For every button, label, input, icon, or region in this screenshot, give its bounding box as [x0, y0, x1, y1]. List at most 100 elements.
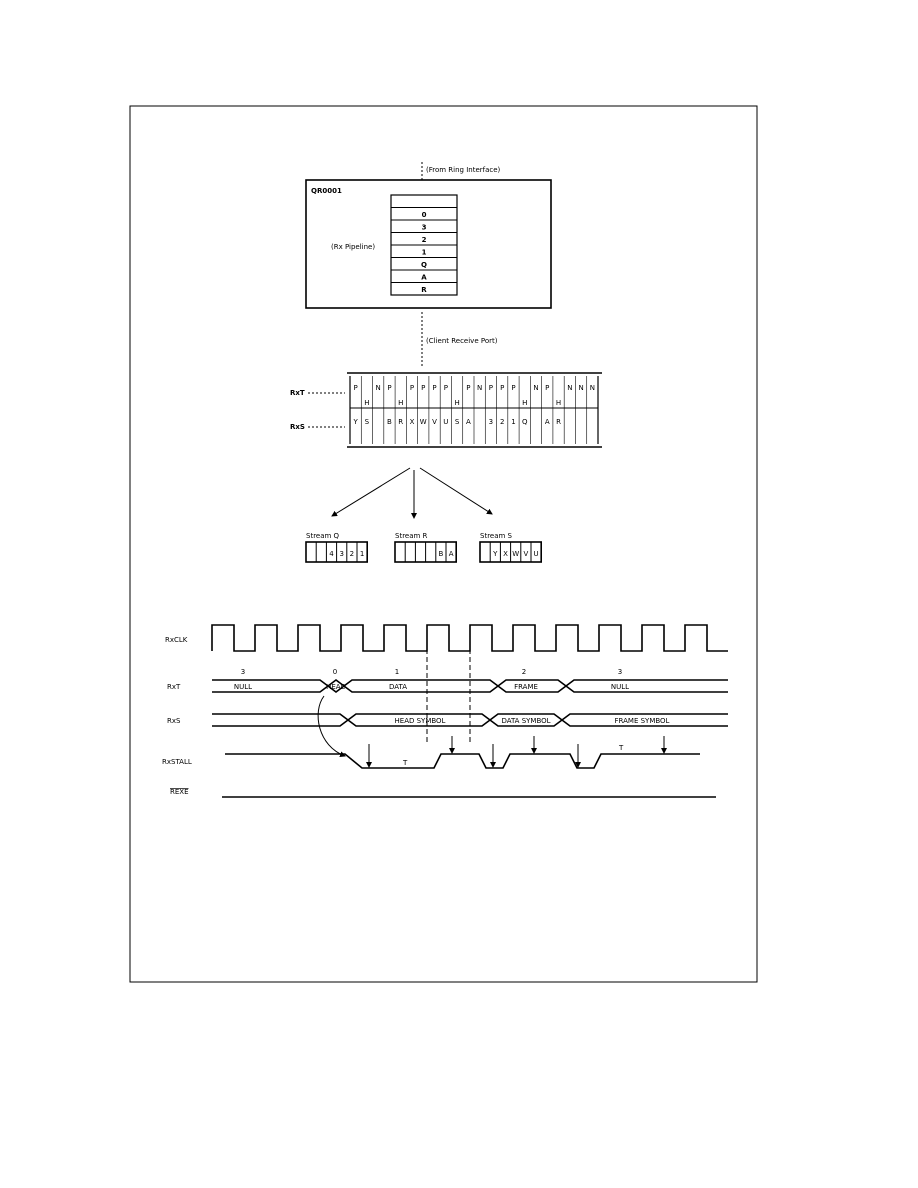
rxt-segment-labels: NULL HEAD DATA FRAME NULL — [234, 683, 629, 691]
stream-cell: B — [438, 550, 443, 558]
bus-number: 3 — [618, 668, 622, 676]
rxt-cell-h: H — [556, 399, 561, 407]
rxs-segment-labels: HEAD SYMBOL DATA SYMBOL FRAME SYMBOL — [395, 717, 670, 725]
stream-cell: X — [503, 550, 508, 558]
head-to-stall-arrow — [317, 695, 346, 758]
rxclk-label: RxCLK — [165, 636, 188, 644]
stream-cell: 2 — [350, 550, 354, 558]
rxt-cell: N — [533, 384, 538, 392]
rxs-segment: FRAME SYMBOL — [615, 717, 670, 725]
chip-box — [305, 179, 552, 309]
rxs-cell: A — [545, 418, 550, 426]
rxt-cell-h: H — [454, 399, 459, 407]
arrow-stream-q — [331, 467, 411, 517]
rxs-cell: W — [420, 418, 427, 426]
page-frame — [129, 105, 758, 983]
rxs-cell: V — [432, 418, 437, 426]
client-port-label: (Client Receive Port) — [426, 337, 498, 345]
rxt-segment: NULL — [234, 683, 252, 691]
rxs-cell: 2 — [500, 418, 504, 426]
bus-number: 0 — [333, 668, 337, 676]
from-ring-label: (From Ring Interface) — [426, 166, 501, 174]
rxt-cell: P — [421, 384, 425, 392]
rxt-bus — [212, 679, 728, 693]
rxt-cell: P — [466, 384, 470, 392]
rxt-cell: N — [477, 384, 482, 392]
pipeline-cell: 0 — [422, 211, 427, 219]
rxt-cell: P — [387, 384, 391, 392]
rxt-cell: P — [545, 384, 549, 392]
rxs-cell: 1 — [511, 418, 515, 426]
pipeline-cell: Q — [421, 261, 427, 269]
rxs-cell: B — [387, 418, 392, 426]
rxs-segment: HEAD SYMBOL — [395, 717, 446, 725]
rxt-cell-h: H — [522, 399, 527, 407]
t-mark-1: T — [402, 759, 408, 767]
stream-cell: W — [512, 550, 519, 558]
rxt-segment: FRAME — [514, 683, 538, 691]
stream-label: Stream Q — [306, 532, 340, 540]
rxt-segment: HEAD — [326, 683, 346, 691]
rxs-cell: R — [556, 418, 561, 426]
bus-numbers: 3 0 1 2 3 — [241, 668, 622, 676]
stream-cell: 3 — [339, 550, 343, 558]
rxt-cell: N — [567, 384, 572, 392]
rxs-cell: X — [410, 418, 415, 426]
rxstall-waveform — [225, 753, 700, 769]
arrow-stream-s — [419, 467, 493, 515]
rxt-cell: P — [489, 384, 493, 392]
chip-label: QR0001 — [311, 187, 342, 195]
rxt-cell: P — [444, 384, 448, 392]
timing-diagram: RxCLK RxT RxS RxSTALL REXE 3 0 1 2 3 NULL HEA… — [162, 624, 728, 798]
rxt-cell: P — [410, 384, 414, 392]
rxs-segment: DATA SYMBOL — [501, 717, 550, 725]
timing-rxs-label: RxS — [167, 717, 181, 725]
rxstall-label: RxSTALL — [162, 758, 192, 766]
stream-label: Stream R — [395, 532, 428, 540]
rxt-segment: NULL — [611, 683, 629, 691]
t-mark-2: T — [618, 744, 624, 752]
rxt-segment: DATA — [389, 683, 407, 691]
rxt-cell: P — [354, 384, 358, 392]
rxs-cell: U — [443, 418, 448, 426]
rxs-cell: 3 — [489, 418, 493, 426]
pipeline-cell: 3 — [422, 224, 427, 232]
bus-number: 1 — [395, 668, 399, 676]
rxt-cell: P — [511, 384, 515, 392]
rxt-cell: N — [590, 384, 595, 392]
bus-number: 3 — [241, 668, 245, 676]
stream-cell: Y — [492, 550, 498, 558]
rxt-cell-h: H — [364, 399, 369, 407]
timing-rxt-label: RxT — [167, 683, 181, 691]
stream-cell: 4 — [329, 550, 334, 558]
rxs-label: RxS — [290, 423, 305, 431]
rxs-cell: A — [466, 418, 471, 426]
pipeline-cell: R — [421, 286, 427, 294]
rxt-cell: P — [500, 384, 504, 392]
stream-cell: V — [524, 550, 529, 558]
rxt-cell: N — [376, 384, 381, 392]
rxs-cell: S — [365, 418, 370, 426]
rxt-cell: P — [432, 384, 436, 392]
pipeline-cell: A — [421, 274, 427, 282]
pipeline-cell: 2 — [422, 236, 427, 244]
pipeline-label: (Rx Pipeline) — [331, 243, 375, 251]
rxs-cell: S — [455, 418, 460, 426]
rxs-bus — [212, 713, 728, 727]
stream-cell: A — [449, 550, 454, 558]
bus-number: 2 — [522, 668, 526, 676]
stream-cell: U — [534, 550, 539, 558]
rxt-cell: N — [578, 384, 583, 392]
rxt-cell-h: H — [398, 399, 403, 407]
rxs-cell: Q — [522, 418, 528, 426]
rxt-label: RxT — [290, 389, 305, 397]
stream-label: Stream S — [480, 532, 513, 540]
rxs-cell: R — [398, 418, 403, 426]
pipeline-cell: 1 — [422, 249, 427, 257]
pipeline-section: (From Ring Interface) QR0001 (Rx Pipelin… — [305, 162, 552, 309]
rexe-label: REXE — [170, 788, 189, 796]
stream-cell: 1 — [360, 550, 364, 558]
